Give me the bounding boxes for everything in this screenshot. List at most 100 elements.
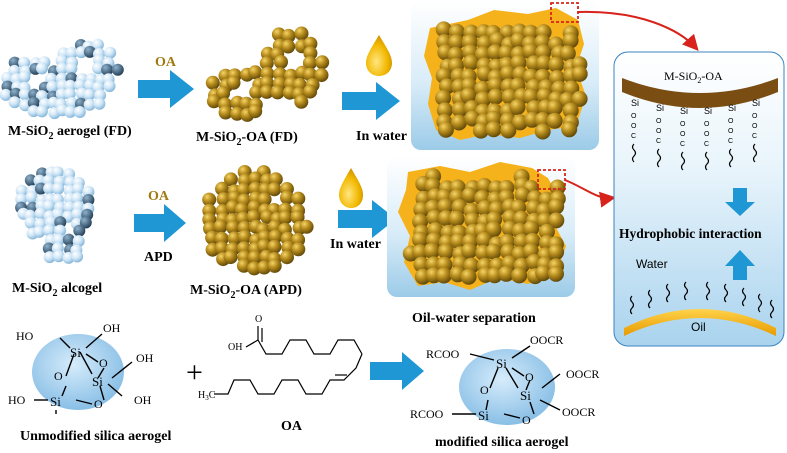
tank-bead xyxy=(511,267,528,284)
blue-bead xyxy=(43,251,56,264)
unmod-si-bottom: Si xyxy=(50,394,61,409)
blue-bead xyxy=(1,71,14,84)
mod-oocr-top: OOCR xyxy=(530,333,563,347)
blue-bead xyxy=(63,201,76,214)
surface-label: M-SiO2-OA xyxy=(664,69,723,85)
tank-bead xyxy=(538,223,555,240)
tank-bead xyxy=(487,88,504,105)
blue-bead xyxy=(24,216,37,229)
tank-bead xyxy=(535,265,552,282)
mod-rcoo-left: RCOO xyxy=(410,407,444,421)
tank-bead xyxy=(426,209,443,226)
blue-bead xyxy=(101,63,114,76)
gold-bead xyxy=(315,55,330,70)
blue-bead xyxy=(52,233,65,246)
oa-skeletal-formula xyxy=(214,326,363,395)
blue-bead xyxy=(18,71,31,83)
oil-water-separation-label: Oil-water separation xyxy=(412,311,536,326)
chain-atom: O xyxy=(752,113,758,120)
oa-apd-arrow-icon xyxy=(134,204,186,242)
unmod-o-3: O xyxy=(94,397,103,411)
blue-bead xyxy=(93,97,106,110)
modified-label: modified silica aerogel xyxy=(435,435,569,450)
surface-bar-icon xyxy=(622,78,778,108)
tank-bead xyxy=(448,210,465,227)
blue-bead xyxy=(73,106,86,118)
modified-bonds xyxy=(452,345,561,419)
blue-bead xyxy=(82,185,95,198)
zoom-arrow-row1 xyxy=(577,10,699,51)
blue-bead xyxy=(71,250,84,263)
blue-bead xyxy=(15,193,28,206)
unmod-ho-left: HO xyxy=(8,393,26,407)
mod-si-right: Si xyxy=(520,388,531,403)
gold-bead xyxy=(291,242,306,257)
oa-o: O xyxy=(255,314,262,325)
tank-bead xyxy=(562,32,579,49)
blue-bead xyxy=(72,235,85,248)
blue-bead xyxy=(8,96,21,109)
blue-bead xyxy=(51,166,64,179)
unmod-oh-top: OH xyxy=(103,321,121,335)
gold-bead xyxy=(290,210,305,225)
gold-bead xyxy=(257,192,272,207)
tank-bead xyxy=(534,123,551,140)
tank-bead xyxy=(548,244,565,261)
gold-bead xyxy=(206,94,221,109)
blue-bead xyxy=(83,98,96,111)
gold-bead xyxy=(230,106,245,121)
gold-bead xyxy=(281,39,296,54)
m-sio2-oa-fd-cluster-icon xyxy=(205,26,330,122)
gold-bead xyxy=(216,86,231,101)
chain-atom: Si xyxy=(752,98,760,108)
gold-bead xyxy=(213,219,228,234)
alkyl-tail xyxy=(704,151,710,171)
oa-oh: OH xyxy=(228,342,242,353)
gold-bead xyxy=(291,191,306,206)
tank-bead xyxy=(460,268,477,285)
blue-bead xyxy=(71,192,84,205)
alcogel-label: M-SiO2 alcogel xyxy=(12,281,102,299)
tank-bead xyxy=(435,89,452,106)
unmodified-label: Unmodified silica aerogel xyxy=(20,429,172,444)
chain-atom: O xyxy=(656,118,662,125)
gold-bead xyxy=(249,85,264,100)
tank-bead xyxy=(437,198,454,215)
blue-bead xyxy=(64,105,77,118)
tank-bead xyxy=(523,220,540,237)
tank-bead xyxy=(485,221,502,238)
oa-arrow-icon xyxy=(138,70,194,108)
gold-bead xyxy=(248,65,263,80)
chain-atom: C xyxy=(728,138,733,145)
blue-bead xyxy=(103,80,116,93)
gold-bead xyxy=(302,56,317,70)
mod-si-bottom: Si xyxy=(478,408,489,423)
tank-bead xyxy=(435,267,452,284)
tank-bead xyxy=(561,121,578,138)
gold-bead xyxy=(281,28,296,43)
blue-bead xyxy=(65,47,78,59)
chain-atom: C xyxy=(631,133,636,140)
mod-o-2: O xyxy=(480,383,489,397)
oa-ch3: H3C xyxy=(198,390,216,402)
chain-atom: O xyxy=(680,121,686,128)
gold-bead xyxy=(257,239,272,253)
blue-bead xyxy=(71,208,84,220)
tank-bead xyxy=(485,243,502,260)
blue-bead xyxy=(0,88,12,101)
alkyl-tail xyxy=(631,143,637,163)
blue-bead xyxy=(82,194,95,206)
gold-bead xyxy=(216,192,231,207)
tank-bead xyxy=(437,121,454,138)
tank-bead xyxy=(477,200,493,217)
tank-bead xyxy=(548,265,564,282)
oil-drop-icon-row2 xyxy=(339,168,363,208)
alcogel-cluster-icon xyxy=(15,166,95,264)
tank-bead xyxy=(548,212,565,229)
m-sio2-oa-apd-cluster-icon xyxy=(202,165,314,276)
tank-bead xyxy=(424,243,440,259)
gold-bead xyxy=(267,182,282,197)
blue-bead xyxy=(33,225,46,238)
oil-label: Oil xyxy=(691,320,706,334)
